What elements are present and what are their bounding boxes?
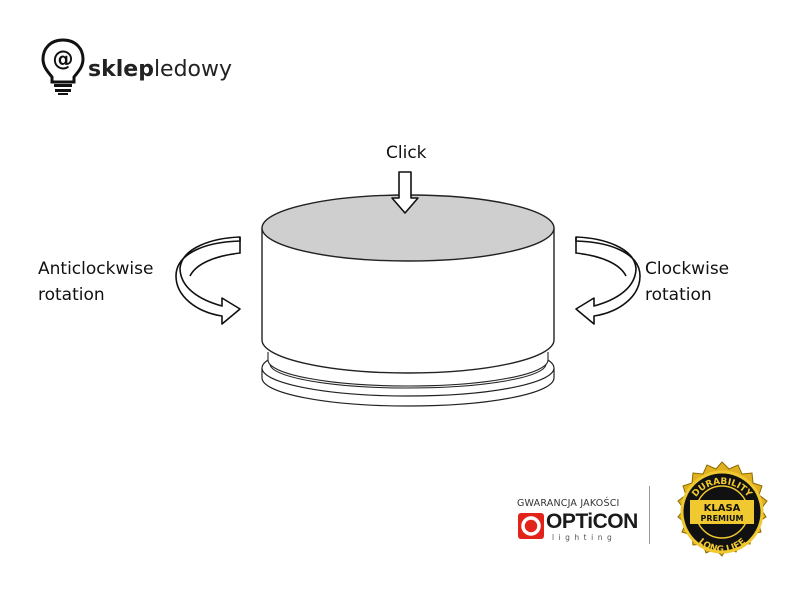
seal-mid1-text: KLASA xyxy=(704,503,741,514)
logo-part1: sklep xyxy=(88,57,154,82)
seal-mid2-text: PREMIUM xyxy=(701,514,744,523)
anticlockwise-label-line2: rotation xyxy=(38,285,105,305)
brand-name: OPTiCON xyxy=(546,510,638,533)
clockwise-arrow-icon xyxy=(575,236,641,325)
premium-seal-icon: DURABILITY LONG LIFE KLASA PREMIUM xyxy=(677,461,768,557)
brand-subtitle: lighting xyxy=(552,533,617,542)
logo-text: sklepledowy xyxy=(88,57,232,82)
guarantee-text: GWARANCJA JAKOŚCI xyxy=(517,498,620,509)
clockwise-label-line1: Clockwise xyxy=(645,259,730,279)
anticlockwise-label-line1: Anticlockwise xyxy=(38,259,154,279)
click-down-arrow-icon xyxy=(391,171,419,214)
badge-divider xyxy=(649,486,650,544)
clockwise-label-line2: rotation xyxy=(645,285,712,305)
anticlockwise-arrow-icon xyxy=(175,236,241,325)
opticon-logo-icon xyxy=(518,513,544,539)
anticlockwise-label: Anticlockwise rotation xyxy=(38,256,153,308)
cylinder-body xyxy=(261,228,555,374)
svg-text:@: @ xyxy=(53,47,74,71)
clockwise-label: Clockwise rotation xyxy=(645,256,729,308)
click-label: Click xyxy=(386,143,427,163)
logo-part2: ledowy xyxy=(153,57,233,82)
logo-bulb-icon: @ xyxy=(41,38,85,95)
